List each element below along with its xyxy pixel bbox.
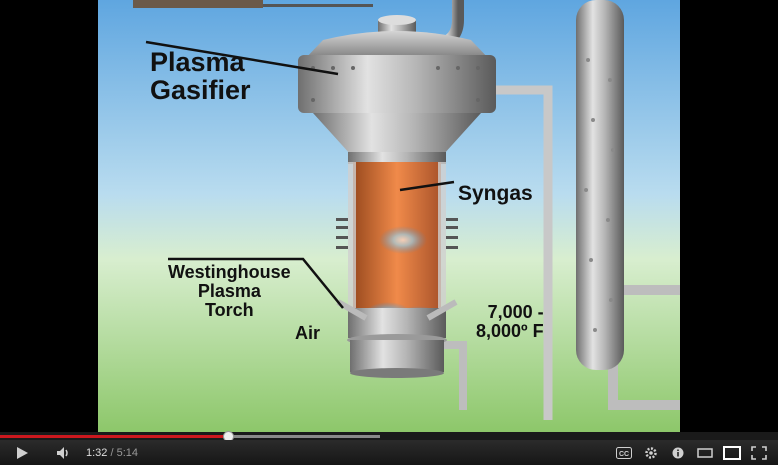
settings-button[interactable] xyxy=(637,440,664,465)
progress-played xyxy=(0,435,228,438)
torch-label-line3: Torch xyxy=(205,299,254,320)
cc-icon: CC xyxy=(615,446,632,459)
air-label: Air xyxy=(295,323,321,343)
player-controls: 1:32 / 5:14 CC xyxy=(0,440,778,465)
plasma-gasifier-label-line1: Plasma xyxy=(150,47,245,77)
large-player-icon xyxy=(722,445,741,460)
torch-label-line2: Plasma xyxy=(197,280,261,301)
torch-label-line1: Westinghouse xyxy=(168,262,291,282)
temperature-label-line1: 7,000 - xyxy=(487,302,544,322)
large-player-button[interactable] xyxy=(718,440,745,465)
volume-icon xyxy=(57,446,68,459)
current-time: 1:32 xyxy=(86,446,108,459)
small-player-icon xyxy=(696,447,713,458)
plasma-gasifier-illustration: Plasma Gasifier Syngas Westinghouse Plas… xyxy=(98,0,680,432)
time-separator: / xyxy=(107,446,117,459)
westinghouse-torch-label: Westinghouse Plasma Torch xyxy=(168,263,291,320)
svg-text:CC: CC xyxy=(618,451,628,458)
play-icon xyxy=(17,446,28,459)
captions-button[interactable]: CC xyxy=(610,440,637,465)
info-icon xyxy=(672,447,683,458)
video-frame[interactable]: Plasma Gasifier Syngas Westinghouse Plas… xyxy=(0,0,778,432)
progress-bar[interactable] xyxy=(0,431,778,442)
plasma-gasifier-label: Plasma Gasifier xyxy=(150,48,251,105)
gear-icon xyxy=(644,446,657,459)
temperature-label: 7,000 - 8,000º F xyxy=(476,303,544,341)
annotations-button[interactable] xyxy=(664,440,691,465)
time-display: 1:32 / 5:14 xyxy=(86,447,138,459)
syngas-label: Syngas xyxy=(458,182,533,205)
volume-button[interactable] xyxy=(44,440,84,465)
plasma-gasifier-label-line2: Gasifier xyxy=(150,75,251,106)
temperature-label-line2: 8,000º F xyxy=(476,320,544,341)
fullscreen-icon xyxy=(750,445,767,460)
small-player-button[interactable] xyxy=(691,440,718,465)
duration: 5:14 xyxy=(116,446,139,459)
fullscreen-button[interactable] xyxy=(745,440,772,465)
gasifier-diagram xyxy=(98,0,680,432)
play-button[interactable] xyxy=(0,440,44,465)
